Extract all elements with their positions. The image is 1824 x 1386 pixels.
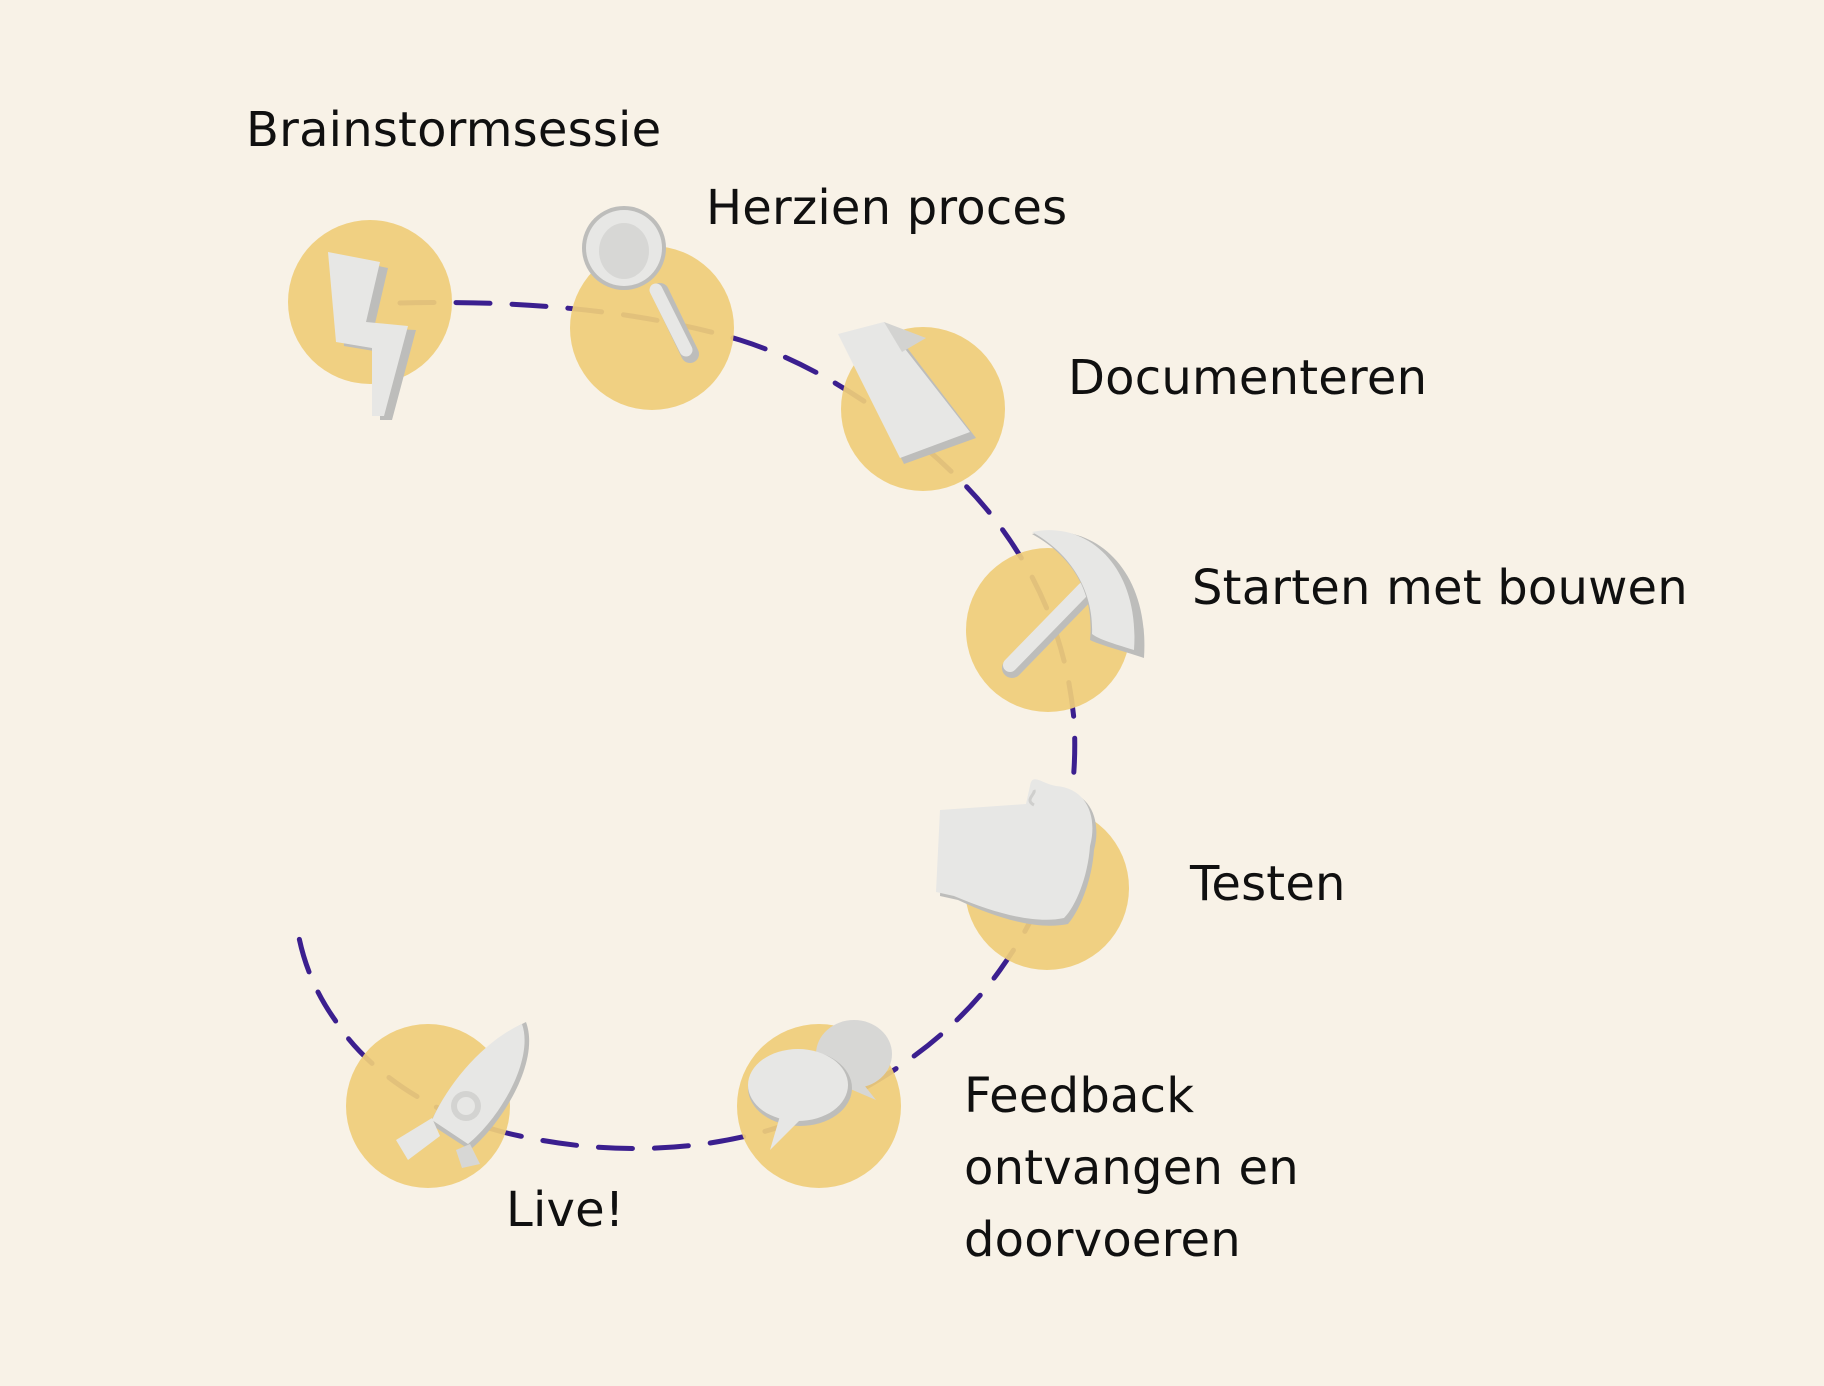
step-label-test: Testen	[1190, 856, 1346, 912]
speech-bubbles-icon	[748, 1020, 892, 1150]
rocket-icon	[396, 1022, 530, 1168]
step-label-feedback: Feedback ontvangen en doorvoeren	[964, 1068, 1299, 1268]
lightning-bolt-icon	[328, 252, 416, 420]
document-icon	[838, 322, 976, 464]
step-label-live: Live!	[506, 1182, 625, 1238]
step-label-build: Starten met bouwen	[1192, 560, 1688, 616]
step-label-brainstorm: Brainstormsessie	[246, 102, 662, 158]
step-label-review: Herzien proces	[706, 180, 1068, 236]
thumbs-up-icon	[936, 779, 1097, 926]
step-label-document: Documenteren	[1068, 350, 1428, 406]
step-circles	[288, 220, 1130, 1188]
magnifying-glass-icon	[582, 206, 699, 363]
pickaxe-icon	[1002, 530, 1145, 678]
